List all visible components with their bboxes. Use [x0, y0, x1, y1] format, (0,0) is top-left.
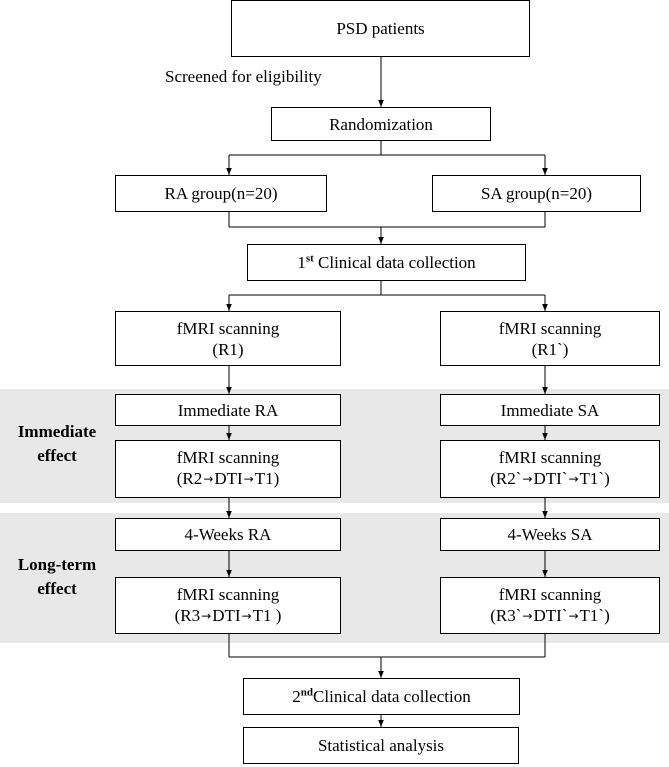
- arrow-glyph: →: [522, 472, 533, 486]
- sa-scan3-line1: fMRI scanning: [498, 584, 602, 604]
- sa-scan2-box: fMRI scanning (R2`→DTI`→T1`): [440, 440, 660, 498]
- sa-immediate-box: Immediate SA: [440, 394, 660, 426]
- clinical1-box: 1st Clinical data collection: [247, 244, 526, 281]
- ra-scan2-sequence: (R2→DTI→T1): [176, 469, 280, 488]
- ra-group-box: RA group(n=20): [115, 175, 327, 212]
- ra-scan1-line1: fMRI scanning: [176, 318, 280, 338]
- randomization-text: Randomization: [329, 114, 433, 134]
- sa-4weeks-box: 4-Weeks SA: [440, 518, 660, 551]
- analysis-box: Statistical analysis: [243, 727, 519, 764]
- ra-4weeks-text: 4-Weeks RA: [184, 525, 272, 544]
- analysis-text: Statistical analysis: [317, 736, 445, 755]
- sa-scan1-line2: (R1`): [531, 339, 569, 359]
- ra-scan3-sequence: (R3→DTI→T1 ): [174, 605, 282, 625]
- ra-scan3-line1: fMRI scanning: [176, 584, 280, 604]
- ra-scan1-line2: (R1): [212, 339, 244, 359]
- arrow-glyph: →: [568, 608, 579, 623]
- arrow-glyph: →: [522, 608, 533, 623]
- ra-group-text: RA group(n=20): [164, 184, 278, 203]
- sa-group-text: SA group(n=20): [480, 184, 593, 203]
- start-text: PSD patients: [336, 19, 425, 38]
- screening-note: Screened for eligibility: [165, 67, 322, 86]
- start-box: PSD patients: [231, 0, 530, 57]
- arrow-glyph: →: [243, 472, 254, 486]
- ra-scan2-line1: fMRI scanning: [176, 448, 280, 467]
- sa-immediate-text: Immediate SA: [500, 400, 600, 420]
- ra-scan2-box: fMRI scanning (R2→DTI→T1): [115, 440, 341, 498]
- immediate-effect-label: Immediate effect: [17, 422, 97, 465]
- sa-scan3-sequence: (R3`→DTI`→T1`): [490, 605, 610, 625]
- clinical2-text: 2ndClinical data collection: [292, 686, 471, 706]
- long-term-effect-label: Long-term effect: [17, 555, 97, 598]
- arrow-glyph: →: [203, 472, 214, 486]
- ra-scan1-box: fMRI scanning (R1): [115, 311, 341, 366]
- sa-scan2-sequence: (R2`→DTI`→T1`): [490, 469, 610, 488]
- sa-scan3-box: fMRI scanning (R3`→DTI`→T1`): [440, 577, 660, 634]
- ra-scan3-box: fMRI scanning (R3→DTI→T1 ): [115, 577, 341, 634]
- arrow-glyph: →: [568, 472, 579, 486]
- arrow-glyph: →: [201, 608, 212, 623]
- ra-immediate-text: Immediate RA: [177, 400, 279, 420]
- sa-scan1-line1: fMRI scanning: [498, 318, 602, 338]
- randomization-box: Randomization: [271, 107, 491, 141]
- ra-immediate-box: Immediate RA: [115, 394, 341, 426]
- sa-scan1-box: fMRI scanning (R1`): [440, 311, 660, 366]
- clinical1-text: 1st Clinical data collection: [297, 252, 476, 272]
- arrow-glyph: →: [241, 608, 252, 623]
- ra-4weeks-box: 4-Weeks RA: [115, 518, 341, 551]
- clinical2-box: 2ndClinical data collection: [243, 678, 520, 715]
- sa-4weeks-text: 4-Weeks SA: [507, 525, 593, 544]
- sa-group-box: SA group(n=20): [432, 175, 641, 212]
- sa-scan2-line1: fMRI scanning: [498, 448, 602, 467]
